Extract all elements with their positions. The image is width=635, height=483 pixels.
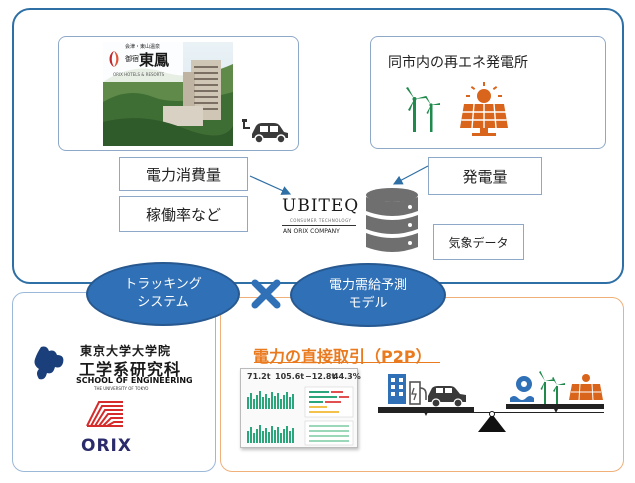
hotel-logo-name: 東鳳 bbox=[139, 51, 170, 69]
solar-panel-icon bbox=[460, 82, 508, 136]
p2p-scene bbox=[378, 371, 604, 432]
hotel-logo: 会津・東山温泉 御宿 東鳳 ORIX HOTELS & RESORTS bbox=[103, 42, 183, 82]
dashboard-screenshot: 71.2t 105.6t −12.8t 44.3% bbox=[240, 368, 361, 448]
hydro-icon bbox=[510, 376, 534, 402]
ubiteq-sub: AN ORIX COMPANY bbox=[283, 228, 340, 235]
tracking-line1: トラッキング bbox=[124, 277, 202, 292]
dashboard-kpi-4: 44.3% bbox=[333, 372, 361, 381]
utokyo-mark-icon bbox=[34, 346, 64, 380]
arrow-consumption bbox=[249, 175, 292, 195]
weather-label: 気象データ bbox=[433, 224, 524, 260]
univ-line3: SCHOOL OF ENGINEERING bbox=[76, 376, 193, 385]
univ-line4: THE UNIVERSITY OF TOKYO bbox=[94, 386, 149, 391]
dashboard-charts bbox=[247, 386, 354, 446]
ubiteq-logo: UBITEQ bbox=[282, 196, 360, 216]
utilization-label: 稼働率など bbox=[119, 196, 248, 232]
ubiteq-line bbox=[282, 225, 356, 226]
wind-turbine-small-icon bbox=[539, 371, 565, 404]
hotel-logo-bottom: ORIX HOTELS & RESORTS bbox=[113, 72, 165, 77]
univ-line1: 東京大学大学院 bbox=[80, 344, 172, 358]
tracking-system-oval: トラッキング システム bbox=[86, 262, 240, 326]
balance-scale-icon bbox=[478, 414, 506, 432]
dashboard-kpi-3: −12.8t bbox=[305, 372, 336, 381]
cross-icon bbox=[251, 279, 281, 309]
p2p-title: 電力の直接取引（P2P） bbox=[253, 347, 432, 366]
building-icon bbox=[388, 374, 406, 404]
arrow-generation bbox=[392, 165, 429, 185]
model-line1: 電力需給予測 bbox=[328, 278, 407, 293]
wind-turbine-icon bbox=[406, 87, 440, 132]
ev-charger-icon bbox=[409, 381, 427, 405]
model-line2: モデル bbox=[348, 296, 388, 311]
orix-logo: ORIX bbox=[81, 436, 132, 456]
dashboard-kpi-2: 105.6t bbox=[275, 372, 305, 381]
car-ev-icon bbox=[242, 119, 288, 144]
hotel-logo-top: 会津・東山温泉 bbox=[125, 44, 161, 50]
p2p-title-underline bbox=[254, 362, 440, 363]
ubiteq-tagline: CONSUMER TECHNOLOGY bbox=[290, 218, 352, 223]
left-platform bbox=[378, 407, 474, 412]
dashboard-kpi-1: 71.2t bbox=[247, 372, 271, 381]
orix-mark-icon bbox=[86, 401, 123, 427]
hotel-logo-mark-icon bbox=[109, 51, 119, 67]
forecast-model-oval: 電力需給予測 モデル bbox=[290, 263, 446, 327]
univ-line2: 工学系研究科 bbox=[79, 360, 182, 379]
solar-small-icon bbox=[569, 374, 603, 400]
right-platform bbox=[506, 404, 604, 409]
database-icon bbox=[366, 188, 418, 252]
plant-title: 同市内の再エネ発電所 bbox=[388, 55, 528, 71]
consumption-label: 電力消費量 bbox=[119, 157, 248, 191]
hotel-logo-small: 御宿 bbox=[125, 55, 139, 63]
generation-label: 発電量 bbox=[428, 157, 542, 195]
hotel-photo bbox=[103, 42, 233, 146]
tracking-line2: システム bbox=[137, 295, 189, 310]
